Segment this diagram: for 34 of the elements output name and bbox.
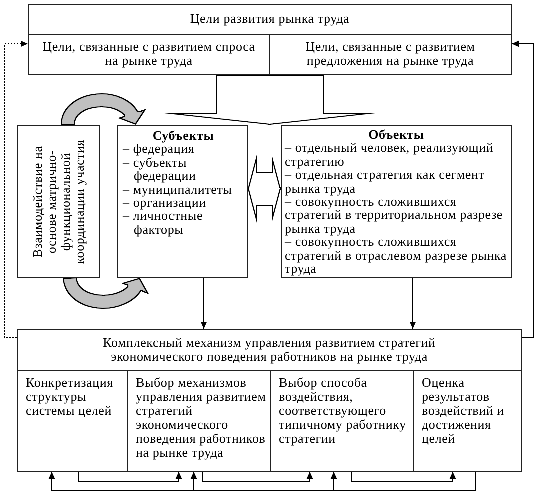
box-heading: Субъекты [152, 129, 214, 142]
cell-text: Цели, связанные с развитием предложения на рынке труда [304, 40, 476, 68]
table-title: Комплексный механизм управления развитием стратегий экономического поведения работников на рынке труда [102, 336, 437, 364]
list-item: – отдельная стратегия как сегмент рынка труда [285, 168, 486, 196]
arrow [330, 472, 476, 492]
cell-text: Выбор механизмов управления развитием стратегий экономического поведения работников на рынке труда [136, 376, 267, 460]
cell-text: Цели, связанные с развитием спроса на рынке труда [42, 40, 256, 68]
table-title: Цели развития рынка труда [190, 12, 350, 26]
list-box [281, 125, 512, 278]
list-item: – совокупность сложившихся стратегий в территориальном разрезе рынка труда [285, 195, 504, 236]
cell-text: Оценка результатов воздействий и достижения целей [422, 376, 506, 446]
curved-arrow [63, 276, 148, 309]
table-panel [28, 4, 512, 75]
list-item: – субъекты федерации [123, 156, 198, 183]
arrow [200, 278, 208, 330]
list-item: – муниципалитеты [123, 182, 233, 196]
arrow [78, 472, 182, 482]
list-box [117, 125, 248, 278]
arrow [202, 472, 314, 482]
list-item: – организации [123, 196, 206, 210]
cell-text: Конкретизация структуры системы целей [26, 376, 114, 418]
arrow [410, 278, 416, 330]
process-box [17, 125, 100, 278]
vertical-text: Взаимодействие на основе матрично-функциональной координации участия [30, 138, 86, 266]
list-item: – совокупность сложившихся стратегий в отраслевом разрезе рынка труда [285, 235, 508, 276]
list-item: – федерация [123, 142, 195, 156]
curved-arrow [61, 94, 145, 126]
list-item: – личностные факторы [123, 209, 204, 236]
arrow [352, 472, 456, 482]
table-panel [17, 329, 522, 472]
box-heading: Объекты [368, 128, 424, 142]
arrow [512, 40, 534, 338]
cell-text: Выбор способа воздействия, соответствующего типичному работнику стратегии [279, 376, 408, 446]
list-item: – отдельный человек, реализующий стратегию [285, 141, 495, 168]
